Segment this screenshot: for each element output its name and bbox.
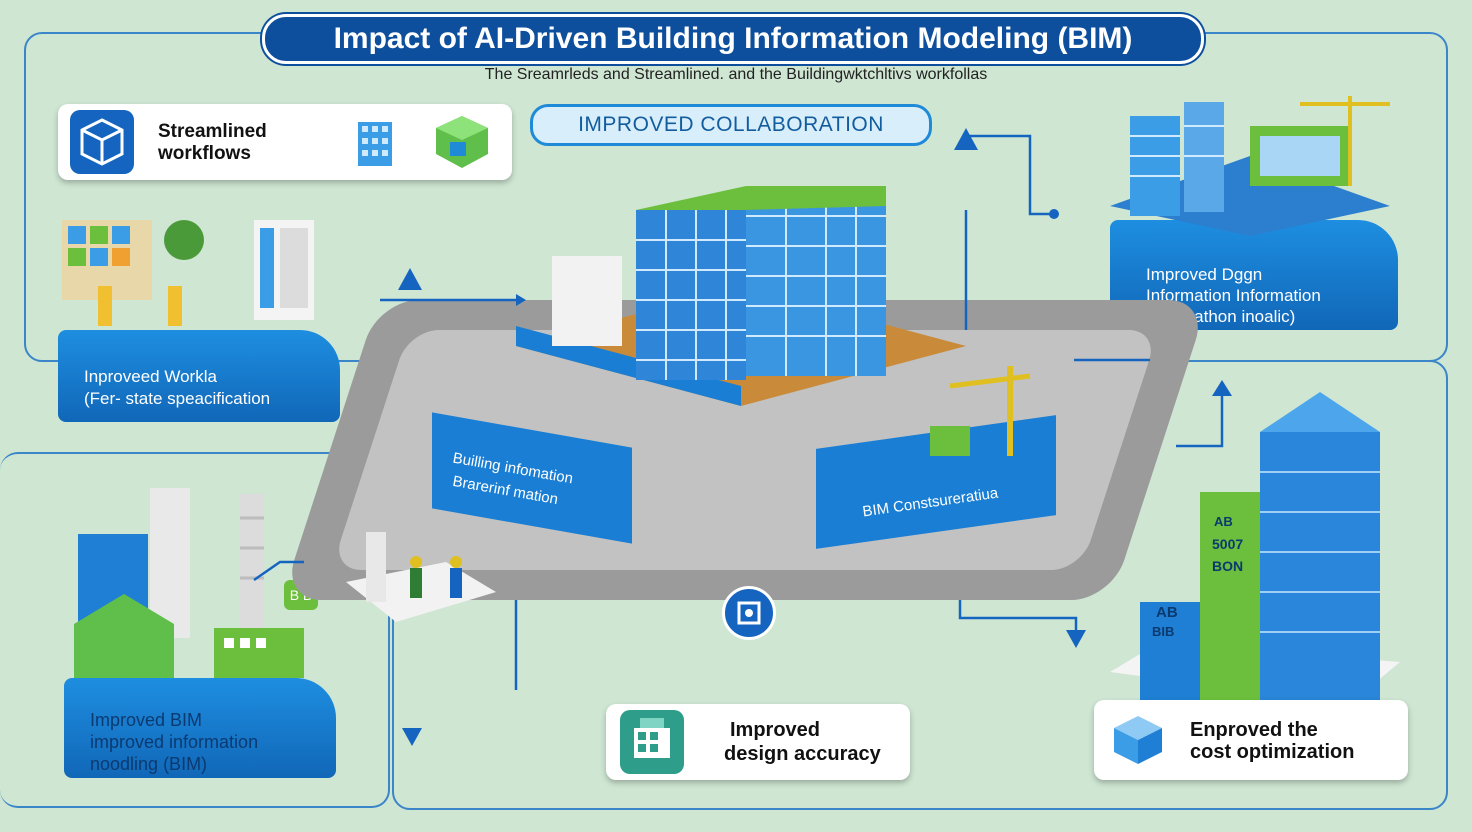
cost-optimization-line1: Enproved the — [1190, 719, 1318, 741]
frame-outline-bottom-left — [0, 452, 390, 808]
cost-bar-chart-illustration — [1100, 392, 1420, 712]
design-panel-line2: Information Information — [1146, 286, 1321, 305]
mid-bar-label-line3: BON — [1212, 558, 1244, 574]
bim-panel-line2: improved information — [90, 732, 259, 752]
design-accuracy-line1: Improved — [730, 719, 821, 741]
workflow-panel-line2: (Fer- state speacification — [84, 389, 271, 408]
bim-modeling-panel — [64, 678, 336, 778]
central-building-illustration — [516, 146, 966, 406]
page-title: Impact of AI-Driven Building Information… — [262, 14, 1204, 64]
mid-bar-label-line2: 5007 — [1212, 536, 1244, 552]
crane-illustration — [930, 366, 1040, 466]
building-icon — [354, 114, 400, 170]
cost-optimization-card: Enproved the cost optimization — [1094, 700, 1408, 780]
short-bar-label-line1: AB — [1156, 604, 1178, 621]
ai-circle-icon — [722, 586, 776, 640]
cube-icon — [70, 110, 134, 174]
short-bar-label-line2: BIB — [1152, 624, 1175, 639]
cost-optimization-line2: cost optimization — [1190, 741, 1355, 763]
page-subtitle: The Sreamrleds and Streamlined. and the … — [484, 66, 988, 83]
workflow-panel-line1: Inproveed Workla — [84, 367, 217, 386]
design-accuracy-line2: design accuracy — [724, 743, 881, 765]
bim-panel-line1: Improved BIM — [90, 710, 203, 730]
top-right-building-illustration — [1100, 96, 1400, 236]
streamlined-workflows-card: Streamlined workflows — [58, 104, 512, 180]
workflow-specification-panel — [58, 330, 340, 422]
workshop-illustration — [58, 200, 348, 360]
bim-panel-line3: noodling (BIM) — [90, 754, 208, 774]
improved-collaboration-pill: IMPROVED COLLABORATION — [530, 104, 932, 146]
design-accuracy-card: Improved design accuracy — [606, 704, 910, 780]
streamlined-workflows-line1: Streamlined — [158, 121, 267, 142]
green-block-icon — [432, 112, 492, 172]
server-stack-icon — [1104, 706, 1172, 774]
workers-illustration — [346, 522, 496, 622]
model-cube-icon — [620, 710, 684, 774]
factory-illustration — [64, 478, 344, 678]
design-panel-line1: Improved Dggn — [1146, 265, 1263, 284]
mid-bar-label-line1: AB — [1214, 514, 1233, 529]
streamlined-workflows-line2: workflows — [158, 143, 251, 164]
